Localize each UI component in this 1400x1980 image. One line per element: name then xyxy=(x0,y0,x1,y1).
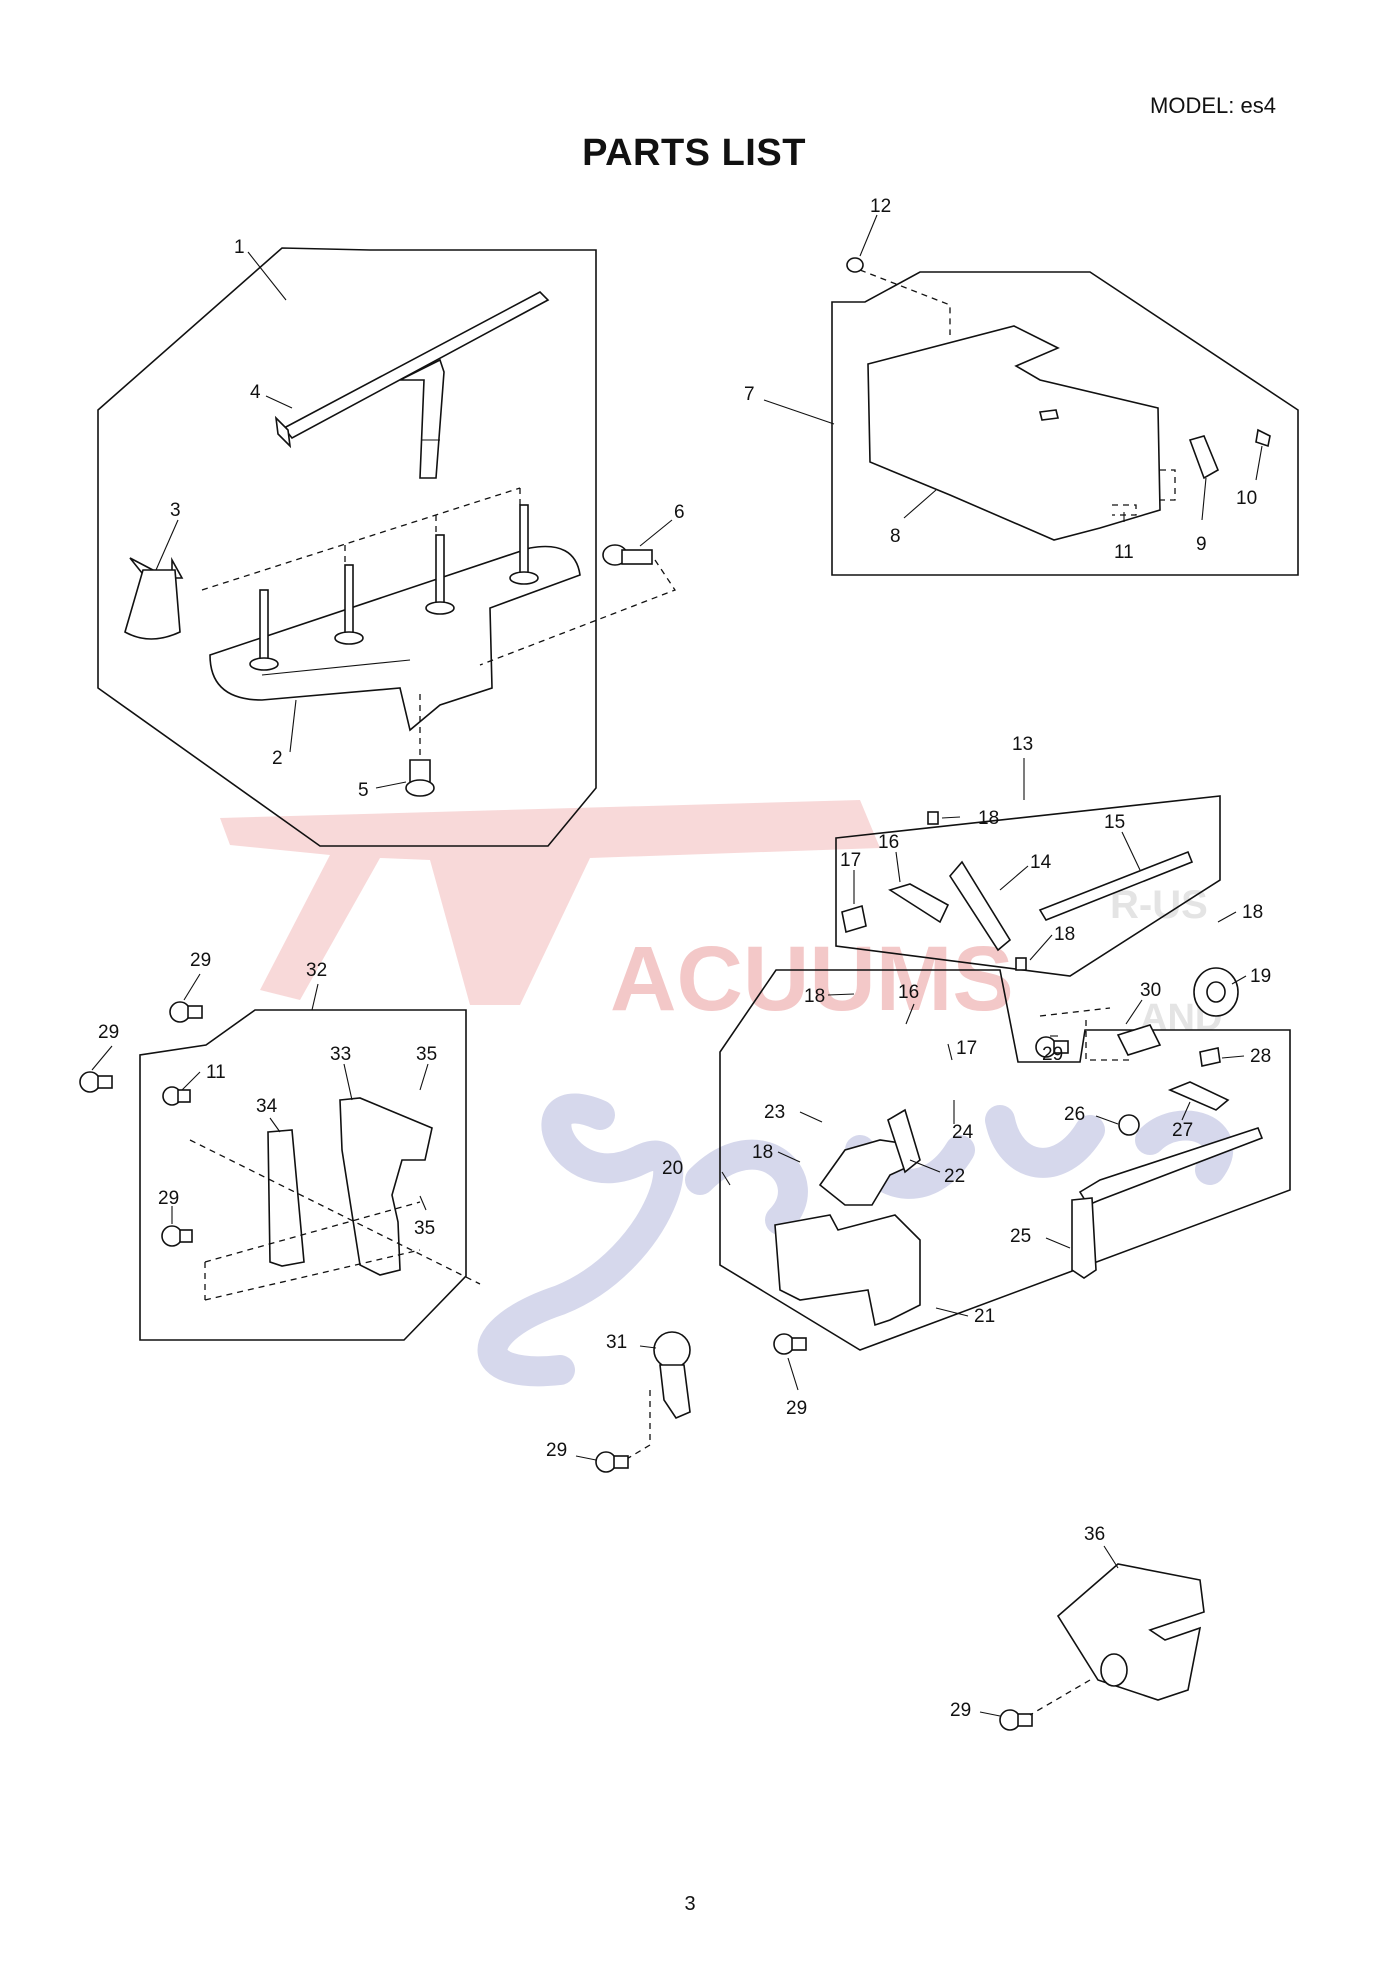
callout-20: 20 xyxy=(662,1158,683,1179)
callout-34: 34 xyxy=(256,1096,278,1117)
group-7-cover xyxy=(831,257,1299,576)
callout-labels: 1 2 3 4 5 6 7 8 9 10 11 12 13 14 15 16 1… xyxy=(91,196,1271,1721)
callout-15: 15 xyxy=(1104,812,1125,833)
callout-22: 22 xyxy=(944,1166,965,1187)
callout-13: 13 xyxy=(1012,734,1033,755)
callout-4: 4 xyxy=(250,382,261,403)
callout-5: 5 xyxy=(358,780,369,801)
callout-18c: 18 xyxy=(1242,902,1263,923)
callout-18b: 18 xyxy=(1054,924,1075,945)
page-number: 3 xyxy=(684,1893,696,1915)
callout-16a: 16 xyxy=(878,832,899,853)
group-13-crank xyxy=(835,795,1221,977)
callout-29a: 29 xyxy=(190,950,211,971)
callout-14: 14 xyxy=(1030,852,1052,873)
callout-11: 11 xyxy=(1114,542,1134,563)
part-31-lever xyxy=(624,1331,691,1461)
callout-18e: 18 xyxy=(752,1142,773,1163)
callout-29d: 29 xyxy=(1042,1044,1063,1065)
callout-33: 33 xyxy=(330,1044,351,1065)
callout-6: 6 xyxy=(674,502,685,523)
callout-28: 28 xyxy=(1250,1046,1271,1067)
callout-35a: 35 xyxy=(416,1044,437,1065)
callout-9: 9 xyxy=(1196,534,1207,555)
callout-12: 12 xyxy=(870,196,891,217)
callout-26: 26 xyxy=(1064,1104,1085,1125)
page-title: PARTS LIST xyxy=(582,132,806,174)
callout-29e: 29 xyxy=(786,1398,807,1419)
callout-29c: 29 xyxy=(158,1188,179,1209)
group-32-hinge xyxy=(139,1009,481,1341)
callout-3: 3 xyxy=(170,500,181,521)
callout-1: 1 xyxy=(234,237,245,258)
group-1-thread-stand xyxy=(97,247,676,847)
callout-25: 25 xyxy=(1010,1226,1031,1247)
callout-16b: 16 xyxy=(898,982,919,1003)
callout-17a: 17 xyxy=(840,850,861,871)
callout-29b: 29 xyxy=(98,1022,119,1043)
callout-8: 8 xyxy=(890,526,901,547)
callout-30: 30 xyxy=(1140,980,1161,1001)
callout-29g: 29 xyxy=(950,1700,971,1721)
callout-23: 23 xyxy=(764,1102,785,1123)
callout-24: 24 xyxy=(952,1122,974,1143)
watermark-brand: ACUUMS xyxy=(610,928,1014,1030)
group-20-bracket xyxy=(719,967,1291,1351)
part-36-bracket xyxy=(1029,1563,1205,1716)
callout-10: 10 xyxy=(1236,488,1257,509)
callout-35b: 35 xyxy=(414,1218,435,1239)
screws xyxy=(79,1001,1069,1731)
callout-11b: 11 xyxy=(206,1062,226,1083)
callout-31: 31 xyxy=(606,1332,627,1353)
callout-18a: 18 xyxy=(978,808,999,829)
watermark: ACUUMS R-US AND xyxy=(220,800,1233,1387)
callout-19: 19 xyxy=(1250,966,1271,987)
callout-18d: 18 xyxy=(804,986,825,1007)
callout-29f: 29 xyxy=(546,1440,567,1461)
callout-27: 27 xyxy=(1172,1120,1193,1141)
callout-7: 7 xyxy=(744,384,755,405)
callout-32: 32 xyxy=(306,960,327,981)
callout-36: 36 xyxy=(1084,1524,1105,1545)
callout-21: 21 xyxy=(974,1306,995,1327)
model-label: MODEL: es4 xyxy=(1150,93,1276,118)
callout-17b: 17 xyxy=(956,1038,977,1059)
callout-2: 2 xyxy=(272,748,283,769)
